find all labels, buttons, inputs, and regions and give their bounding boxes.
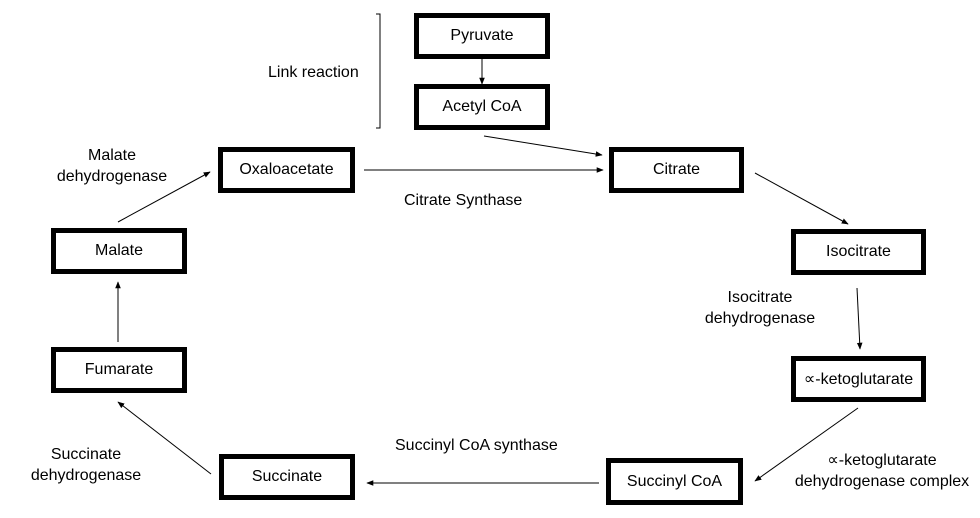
label-malate-dehydrogenase: Malate dehydrogenase xyxy=(50,145,174,187)
arrow-isocitrate-to-akg xyxy=(856,287,863,350)
label-malate-dehydrogenase-line2: dehydrogenase xyxy=(56,168,168,185)
label-isocitrate-dehydrogenase: Isocitrate dehydrogenase xyxy=(698,287,822,329)
node-acetyl-coa: Acetyl CoA xyxy=(414,84,550,130)
label-succinyl-coa-synthase: Succinyl CoA synthase xyxy=(395,437,558,454)
arrow-malate-to-oxaloacetate xyxy=(117,171,211,223)
label-citrate-synthase: Citrate Synthase xyxy=(404,192,523,209)
node-succinate: Succinate xyxy=(219,454,355,500)
label-link-reaction: Link reaction xyxy=(268,64,359,81)
label-malate-dehydrogenase-line1: Malate xyxy=(87,147,137,164)
node-succinyl-coa: Succinyl CoA xyxy=(606,458,743,505)
arrow-akg-to-succinyl-coa xyxy=(754,407,859,482)
node-malate: Malate xyxy=(51,228,187,274)
label-succinate-dehydrogenase: Succinate dehydrogenase xyxy=(24,444,148,486)
arrow-citrate-to-isocitrate xyxy=(754,172,849,225)
label-akg-dehydrogenase-complex-line1: ∝-ketoglutarate xyxy=(827,452,937,469)
link-reaction-bracket xyxy=(376,13,381,129)
node-isocitrate: Isocitrate xyxy=(791,229,926,275)
node-pyruvate: Pyruvate xyxy=(414,13,550,59)
node-fumarate: Fumarate xyxy=(51,347,187,393)
label-isocitrate-dehydrogenase-line1: Isocitrate xyxy=(727,289,793,306)
node-citrate: Citrate xyxy=(609,147,744,193)
node-oxaloacetate: Oxaloacetate xyxy=(218,147,355,193)
arrow-acetyl-coa-to-citrate xyxy=(483,135,603,157)
label-isocitrate-dehydrogenase-line2: dehydrogenase xyxy=(704,310,816,327)
label-akg-dehydrogenase-complex-line2: dehydrogenase complex xyxy=(794,473,970,490)
label-succinate-dehydrogenase-line1: Succinate xyxy=(50,446,122,463)
node-alpha-ketoglutarate: ∝-ketoglutarate xyxy=(791,356,926,402)
label-succinate-dehydrogenase-line2: dehydrogenase xyxy=(30,467,142,484)
arrow-succinate-to-fumarate xyxy=(117,401,212,475)
label-akg-dehydrogenase-complex: ∝-ketoglutarate dehydrogenase complex xyxy=(786,450,978,492)
